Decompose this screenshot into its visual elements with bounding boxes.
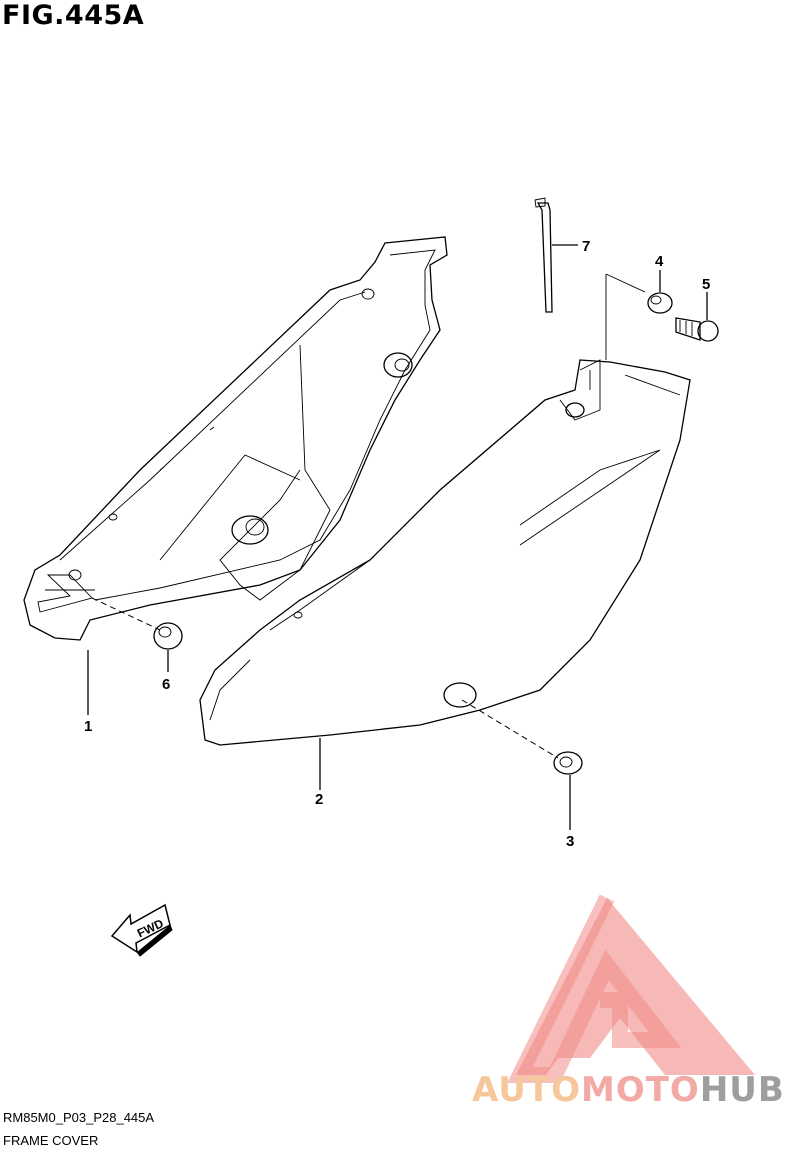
watermark-logo	[507, 894, 755, 1083]
callout-7: 7	[582, 238, 590, 255]
callout-5: 5	[702, 276, 710, 293]
callout-4: 4	[655, 253, 664, 270]
frame-cover-right	[199, 359, 691, 746]
grommet-3	[553, 751, 583, 775]
assembly-line-4	[605, 273, 646, 360]
grommet-4	[647, 292, 673, 314]
callout-6: 6	[162, 676, 170, 693]
figure-title: FIG.445A	[2, 0, 145, 31]
callout-3: 3	[566, 833, 574, 850]
footer-name: FRAME COVER	[3, 1133, 99, 1148]
cable-tie-7	[534, 197, 553, 313]
assembly-line-3	[461, 699, 559, 759]
bolt-5	[675, 317, 719, 342]
fwd-arrow-icon: FWD	[110, 903, 173, 957]
assembly-line-6	[91, 597, 161, 631]
callout-2: 2	[315, 791, 323, 808]
footer-code: RM85M0_P03_P28_445A	[3, 1110, 155, 1125]
watermark-text: AUTOMOTOHUB	[472, 1070, 785, 1110]
callout-1: 1	[84, 718, 92, 735]
frame-cover-left	[23, 236, 448, 641]
grommet-6	[153, 622, 183, 650]
